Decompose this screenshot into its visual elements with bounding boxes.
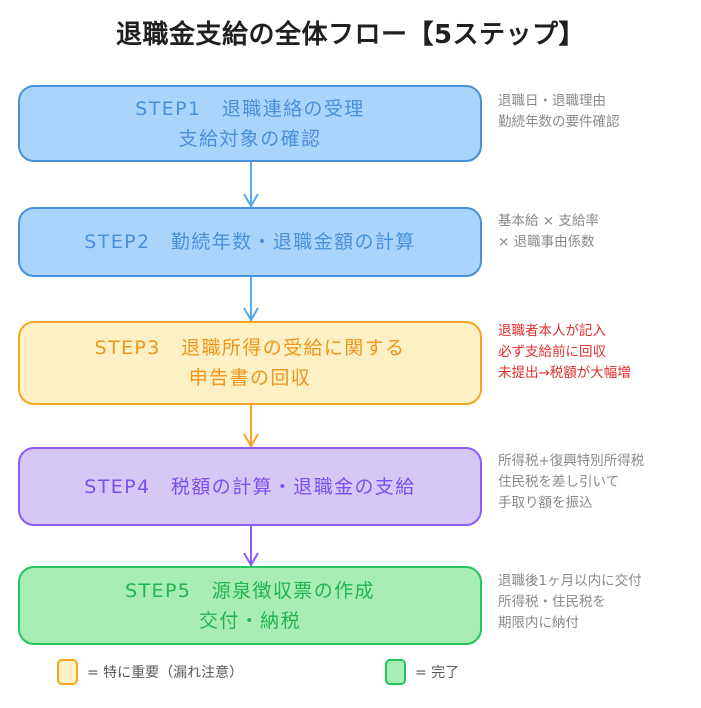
note-step3-line-1: 退職者本人が記入 — [498, 323, 606, 339]
flow-step-step5[interactable]: STEP5 源泉徴収票の作成 交付・納税 — [18, 566, 482, 645]
note-step5-line-2: 所得税・住民税を — [498, 594, 606, 610]
note-step2-line-2: × 退職事由係数 — [498, 234, 595, 250]
connector-step1-step2 — [242, 162, 260, 207]
arrowhead-icon — [243, 307, 259, 321]
note-step2-line-1: 基本給 × 支給率 — [498, 213, 599, 229]
legend-swatch-green-icon — [385, 659, 406, 685]
note-step5-line-1: 退職後1ヶ月以内に交付 — [498, 573, 642, 589]
connector-stem — [250, 405, 252, 447]
legend-item-important: = 特に重要（漏れ注意） — [57, 657, 243, 687]
connector-stem — [250, 526, 252, 566]
note-step4: 所得税+復興特別所得税 住民税を差し引いて 手取り額を振込 — [498, 451, 698, 514]
step4-line-1: STEP4 税額の計算・退職金の支給 — [84, 475, 416, 498]
step3-line-2: 申告書の回収 — [188, 367, 312, 389]
note-step4-line-1: 所得税+復興特別所得税 — [498, 453, 645, 469]
legend-swatch-orange-icon — [57, 659, 78, 685]
note-step1-line-1: 退職日・退職理由 — [498, 93, 606, 109]
flow-step-step2[interactable]: STEP2 勤続年数・退職金額の計算 — [18, 207, 482, 277]
step5-line-2: 交付・納税 — [198, 609, 301, 632]
note-step1: 退職日・退職理由 勤続年数の要件確認 — [498, 91, 698, 133]
note-step5: 退職後1ヶ月以内に交付 所得税・住民税を 期限内に納付 — [498, 571, 698, 634]
arrowhead-icon — [243, 193, 259, 207]
note-step5-line-3: 期限内に納付 — [498, 615, 579, 631]
arrowhead-icon — [243, 433, 259, 447]
step5-line-1: STEP5 源泉徴収票の作成 — [125, 579, 375, 602]
arrowhead-icon — [243, 552, 259, 566]
step1-line-1: STEP1 退職連絡の受理 — [135, 97, 365, 120]
flow-step-step1[interactable]: STEP1 退職連絡の受理 支給対象の確認 — [18, 85, 482, 162]
legend-label-done: = 完了 — [415, 665, 460, 681]
legend-label-important: = 特に重要（漏れ注意） — [87, 665, 244, 681]
step3-line-1: STEP3 退職所得の受給に関する — [94, 337, 406, 359]
flow-step-step4[interactable]: STEP4 税額の計算・退職金の支給 — [18, 447, 482, 526]
note-step4-line-3: 手取り額を振込 — [498, 495, 593, 511]
connector-stem — [250, 162, 252, 207]
step1-line-2: 支給対象の確認 — [178, 127, 322, 150]
legend-item-done: = 完了 — [385, 657, 459, 687]
connector-step3-step4 — [242, 405, 260, 447]
note-step3-line-3: 未提出→税額が大幅増 — [498, 365, 631, 381]
note-step4-line-2: 住民税を差し引いて — [498, 474, 620, 490]
note-step1-line-2: 勤続年数の要件確認 — [498, 114, 620, 130]
legend: = 特に重要（漏れ注意） = 完了 — [0, 652, 701, 692]
note-step3: 退職者本人が記入 必ず支給前に回収 未提出→税額が大幅増 — [498, 321, 698, 384]
note-step2: 基本給 × 支給率 × 退職事由係数 — [498, 211, 698, 253]
connector-stem — [250, 277, 252, 321]
flow-step-step3[interactable]: STEP3 退職所得の受給に関する 申告書の回収 — [18, 321, 482, 405]
note-step3-line-2: 必ず支給前に回収 — [498, 344, 606, 360]
step2-line-1: STEP2 勤続年数・退職金額の計算 — [84, 231, 416, 253]
page-title: 退職金支給の全体フロー【5ステップ】 — [115, 20, 586, 50]
connector-step2-step3 — [242, 277, 260, 321]
connector-step4-step5 — [242, 526, 260, 566]
